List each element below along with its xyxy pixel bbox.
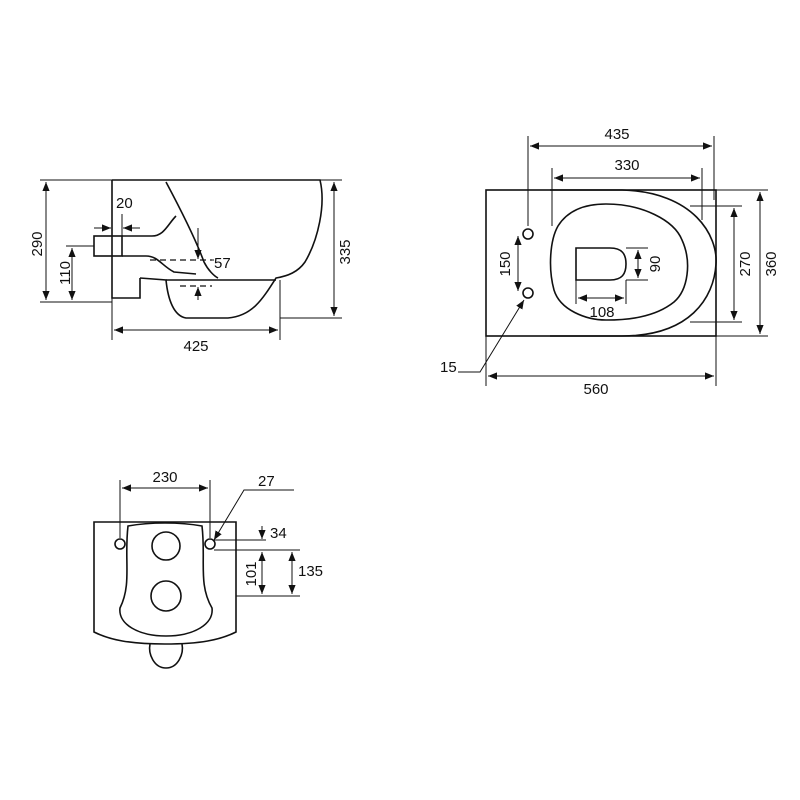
top-bowl-outer [550, 189, 717, 337]
waste-outlet [150, 580, 182, 612]
label-overall-length: 560 [583, 381, 608, 398]
top-opening [575, 247, 627, 281]
top-bowl-inner [549, 203, 689, 321]
trap-curve-inner [122, 215, 177, 237]
label-overall-width: 360 [763, 251, 780, 276]
label-fixing-outer-width: 435 [604, 126, 629, 143]
side-view: 290 110 20 57 335 425 [29, 179, 354, 355]
fixing-hole-bottom [522, 287, 534, 299]
label-opening-length: 108 [589, 304, 614, 321]
side-view-outline [93, 179, 323, 319]
label-fixing-inner-width: 330 [614, 157, 639, 174]
label-hole-diameter: 15 [440, 359, 457, 376]
dim-27-leader [213, 489, 294, 541]
top-view-outline [485, 189, 717, 337]
label-overall-height: 290 [29, 231, 46, 256]
label-projection: 425 [183, 338, 208, 355]
label-rim-height: 335 [337, 239, 354, 264]
trap-curve [122, 255, 197, 275]
back-pan-outline [119, 522, 213, 637]
outlet-pipe [93, 235, 123, 257]
label-bolt-offset: 27 [258, 473, 275, 490]
back-bowl-base [148, 643, 184, 669]
label-pipe-drop: 101 [243, 561, 260, 586]
back-body [93, 521, 237, 645]
bolt-hole-left [114, 538, 126, 550]
label-bolt-spacing: 230 [152, 469, 177, 486]
bowl-interior [165, 181, 219, 279]
label-outlet-drop: 135 [298, 563, 323, 580]
back-view: 230 27 34 101 135 [93, 469, 323, 669]
label-bowl-width: 270 [737, 251, 754, 276]
label-bolt-drop: 34 [270, 525, 287, 542]
label-outlet-height: 110 [57, 261, 74, 285]
label-water-depth: 57 [214, 255, 231, 272]
dim-15-leader [458, 299, 525, 373]
bolt-hole-right [204, 538, 216, 550]
top-view: 435 330 150 15 90 108 270 360 [440, 126, 780, 398]
label-outlet-pipe: 20 [116, 195, 133, 212]
label-fixing-spacing: 150 [497, 251, 514, 276]
back-view-outline [93, 521, 237, 669]
label-opening-width: 90 [647, 256, 664, 273]
fixing-hole-top [522, 228, 534, 240]
ceramic-body [139, 179, 323, 319]
water-inlet [151, 531, 181, 561]
